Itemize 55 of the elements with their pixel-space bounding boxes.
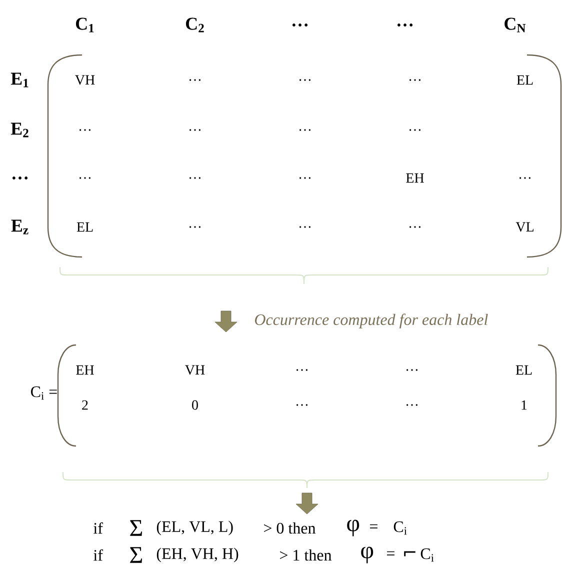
matrix-entry: … (406, 404, 418, 406)
formula-text: (EL, VL, L) (156, 520, 233, 536)
row-header: … (12, 176, 28, 180)
row-header: E$_{1}$ (10, 72, 28, 88)
formula-text: if (94, 522, 103, 534)
matrix-entry: … (189, 79, 200, 81)
matrix-entry: … (80, 177, 91, 179)
matrix-entry: … (409, 129, 420, 131)
annotation-text: Occurrence computed for each label (255, 314, 488, 328)
matrix-entry: EH (406, 173, 424, 183)
matrix-entry: … (296, 369, 308, 371)
matrix-entry: … (189, 226, 200, 228)
formula-text: C$_{i}$ (420, 548, 434, 562)
matrix-entry: VH (185, 365, 205, 375)
matrix-entry: … (409, 226, 420, 228)
matrix-entry: … (189, 129, 200, 131)
column-header: C$_{1}$ (76, 18, 94, 32)
formula-text: > 1 then (280, 549, 332, 561)
negation-symbol: ⌐ (404, 551, 416, 556)
matrix-entry: VH (75, 75, 95, 85)
matrix-entry: EL (516, 75, 533, 85)
matrix-entry: … (406, 369, 418, 371)
column-header: … (292, 24, 308, 26)
matrix-entry: … (299, 177, 310, 179)
column-header: C$_{2}$ (186, 18, 204, 32)
matrix-entry: 2 (82, 400, 88, 410)
formula-text: > 0 then (264, 522, 316, 534)
matrix-entry: 1 (522, 400, 527, 410)
row-header: E$_{z}$ (11, 220, 28, 234)
sum-symbol: Σ (130, 547, 142, 563)
formula-text: if (94, 549, 103, 561)
formula-text: = (370, 524, 378, 528)
matrix-entry: … (519, 177, 530, 179)
matrix-entry: EL (516, 365, 532, 375)
row-header: E$_{2}$ (10, 122, 28, 138)
matrix-entry: VL (516, 222, 534, 232)
vector-label: C$_{i}$ = (31, 386, 57, 400)
matrix-entry: … (80, 129, 91, 131)
matrix-entry: … (299, 226, 310, 228)
matrix-entry: … (296, 404, 308, 406)
formula-text: (EH, VH, H) (156, 548, 238, 562)
matrix-entry: … (189, 177, 200, 179)
matrix-entry: … (299, 129, 310, 131)
matrix-entry: … (299, 79, 310, 81)
column-header: C$_{N}$ (504, 18, 526, 32)
phi-symbol: φ (347, 520, 360, 536)
formula-text: = (387, 551, 394, 556)
formula-text: C$_{i}$ (394, 521, 407, 535)
matrix-entry: EH (76, 365, 94, 375)
matrix-entry: 0 (192, 400, 198, 410)
matrix-entry: EL (76, 222, 93, 232)
column-header: … (397, 24, 413, 26)
matrix-entry: … (409, 79, 420, 81)
sum-symbol: Σ (130, 520, 142, 536)
phi-symbol: φ (361, 546, 374, 564)
